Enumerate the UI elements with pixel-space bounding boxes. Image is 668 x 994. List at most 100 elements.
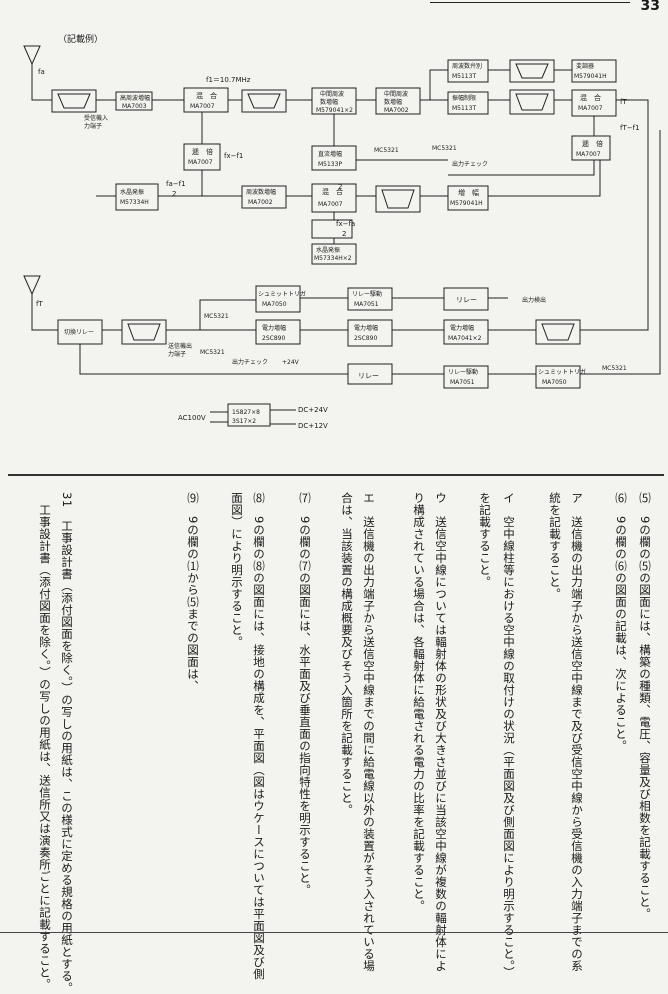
mult1-part: MA7007 <box>188 159 213 166</box>
xtal2-name: 水晶発振 <box>316 246 340 254</box>
disc-part: M5113T <box>452 73 476 80</box>
rect-part2: 3S17×2 <box>232 418 256 425</box>
mult1-name: 逓 倍 <box>192 147 213 156</box>
fa-label: fa <box>38 68 45 76</box>
block-diagram: （記載例） fa f1＝10.7MHz fa−f1 fx−f1 2 2 fx−f… <box>23 33 661 430</box>
mc-label-5: MC5321 <box>602 365 627 372</box>
fx-fa-label: fx−fa <box>336 220 355 228</box>
xtal2-part: M57334H×2 <box>314 255 352 262</box>
diagram-title: （記載例） <box>58 33 103 45</box>
hi-pwr-name: 電力増幅 <box>262 324 286 332</box>
if-amp-sub: 数増幅 <box>320 98 338 106</box>
hi-pwr2-name: 電力増幅 <box>354 324 378 332</box>
mix1-part: MA7007 <box>190 103 215 110</box>
out-detect-label: 出力検出 <box>522 296 546 304</box>
lim-part: M5113T <box>452 105 476 112</box>
drive-amp-name: 電力増幅 <box>450 324 474 332</box>
fx-f1-label: fx−f1 <box>224 152 243 160</box>
mix2-name: 混 合 <box>580 93 601 102</box>
mc-label-4: MC5321 <box>200 349 225 356</box>
dc24-label: DC+24V <box>298 406 328 414</box>
text-line-7: ⑺ 9の欄の⑺の図面には、水平面及び垂直面の指向特性を明示すること。 <box>298 492 312 896</box>
schmitt2-part: MA7050 <box>542 379 567 386</box>
mod-name: 変調器 <box>576 62 594 70</box>
text-line-6: ⑹ 9の欄の⑹の図面の記載は、次によること。 <box>614 492 628 752</box>
text-line-31a: 31 工事設計書（添付図面を除く。）の写しの用紙は、この様式に定める規格の用紙と… <box>60 492 74 994</box>
drive-amp-part: MA7041×2 <box>448 335 482 342</box>
ac100-label: AC100V <box>178 414 206 422</box>
relay-drive2-part: MA7051 <box>450 379 475 386</box>
fT-f1-label: fT−f1 <box>620 124 640 132</box>
text-line-u2: り構成されている場合は、各輻射体に給電される電力の比率を記載すること。 <box>412 492 426 912</box>
lim-name: 振幅制限 <box>452 94 476 102</box>
relay-coax-name: 切換リレー <box>64 328 94 336</box>
out-check-label-2: 出力チェック <box>232 358 268 366</box>
rect-part1: 1S827×8 <box>232 409 260 416</box>
mult-top-name: 逓 倍 <box>582 139 603 148</box>
f1-label: f1＝10.7MHz <box>206 76 251 84</box>
top-rule <box>430 2 630 3</box>
rf-amp-name: 高周波増幅 <box>120 94 150 102</box>
relay-bot-name: リレー <box>358 372 379 380</box>
rx-in-label-1: 受信機入 <box>84 114 108 122</box>
mix1-name: 混 合 <box>196 91 217 100</box>
dc-amp-name: 直流増幅 <box>318 150 342 158</box>
xtal1-part: M57334H <box>120 199 149 206</box>
div2a-label: 2 <box>172 190 176 198</box>
amp-part: M579041H <box>450 200 483 207</box>
schmitt1-name: シュミットトリガ <box>258 290 306 298</box>
tx-out-label-2: 力端子 <box>168 350 186 358</box>
section-divider <box>8 474 664 476</box>
relay-out-name: リレー <box>456 296 477 304</box>
mult-top-part: MA7007 <box>576 151 601 158</box>
text-line-9: ⑼ 9の欄の⑴から⑸までの図面は、 <box>186 492 200 692</box>
text-line-e1: エ 送信機の出力端子から送信空中線までの間に給電線以外の装置がそう入されている場 <box>362 492 376 972</box>
fT2-label: fT <box>36 300 43 308</box>
if-amp2-sub: 数増幅 <box>384 98 402 106</box>
if-amp2-part: MA7002 <box>384 107 409 114</box>
rf-amp-part: MA7003 <box>122 103 147 110</box>
mix2-part: MA7007 <box>578 105 603 112</box>
text-line-e2: 合は、当該装置の構成概要及びそう入箇所を記載すること。 <box>340 492 354 816</box>
text-line-a2: 統を記載すること。 <box>548 492 562 600</box>
relay-drive-name: リレー駆動 <box>352 290 382 298</box>
dc-amp-part: M5133P <box>318 161 342 168</box>
relay-drive-part: MA7051 <box>354 301 379 308</box>
text-line-u1: ウ 送信空中線については輻射体の形状及び大きさ並びに当該空中線が複数の輻射体によ <box>434 492 448 972</box>
text-line-8b: 面図）により明示すること。 <box>230 492 244 648</box>
disc-name: 周波数弁別 <box>452 62 482 70</box>
div2c-label: 2 <box>342 230 346 238</box>
plus24-label: +24V <box>282 359 300 366</box>
bottom-rule <box>0 932 668 933</box>
if-amp2-name: 中間周波 <box>384 90 408 98</box>
schmitt1-part: MA7050 <box>262 301 287 308</box>
freq-amp-name: 周波数増幅 <box>246 188 276 196</box>
mix3-name: 混 合 <box>322 187 343 196</box>
amp-name: 増 幅 <box>458 188 479 197</box>
freq-amp-part: MA7002 <box>248 199 273 206</box>
text-line-i2: を記載すること。 <box>478 492 492 588</box>
xtal1-name: 水晶発振 <box>120 188 144 196</box>
schmitt2-name: シュミットトリガ <box>538 368 586 376</box>
text-line-a1: ア 送信機の出力端子から送信空中線まで及び受信空中線から受信機の入力端子までの系 <box>570 492 584 972</box>
fT-label: fT <box>620 98 627 106</box>
text-line-31b: 工事設計書（添付図面を除く。）の写しの用紙は、送信所又は演奏所ごとに記載すること… <box>38 492 52 991</box>
page-number: 33 <box>640 0 660 14</box>
mc-label-1: MC5321 <box>374 147 399 154</box>
relay-drive2-name: リレー駆動 <box>448 368 478 376</box>
if-amp-name: 中間周波 <box>320 90 344 98</box>
text-line-8a: ⑻ 9の欄の⑻の図面には、接地の構成を、平面図（図はウケースについては平面図及び… <box>252 492 266 980</box>
text-line-i1: イ 空中線柱等における空中線の取付けの状況（平面図及び側面図により明示すること。… <box>502 492 516 979</box>
text-line-5: ⑸ 9の欄の⑸の図面には、構築の種類、電圧、容量及び相数を記載すること。 <box>638 492 652 920</box>
if-amp-part: M579041×2 <box>316 107 353 114</box>
mc-label-2: MC5321 <box>432 145 457 152</box>
fa-f1-label: fa−f1 <box>166 180 186 188</box>
out-check-label-1: 出力チェック <box>452 160 488 168</box>
hi-pwr-part: 2SC890 <box>262 335 285 342</box>
mod-part: M579041H <box>574 73 607 80</box>
mix3-part: MA7007 <box>318 201 343 208</box>
tx-out-label-1: 送信機出 <box>168 342 192 350</box>
div2b-label: 2 <box>338 183 342 191</box>
dc12-label: DC+12V <box>298 422 328 430</box>
rx-in-label-2: 力端子 <box>84 122 102 130</box>
